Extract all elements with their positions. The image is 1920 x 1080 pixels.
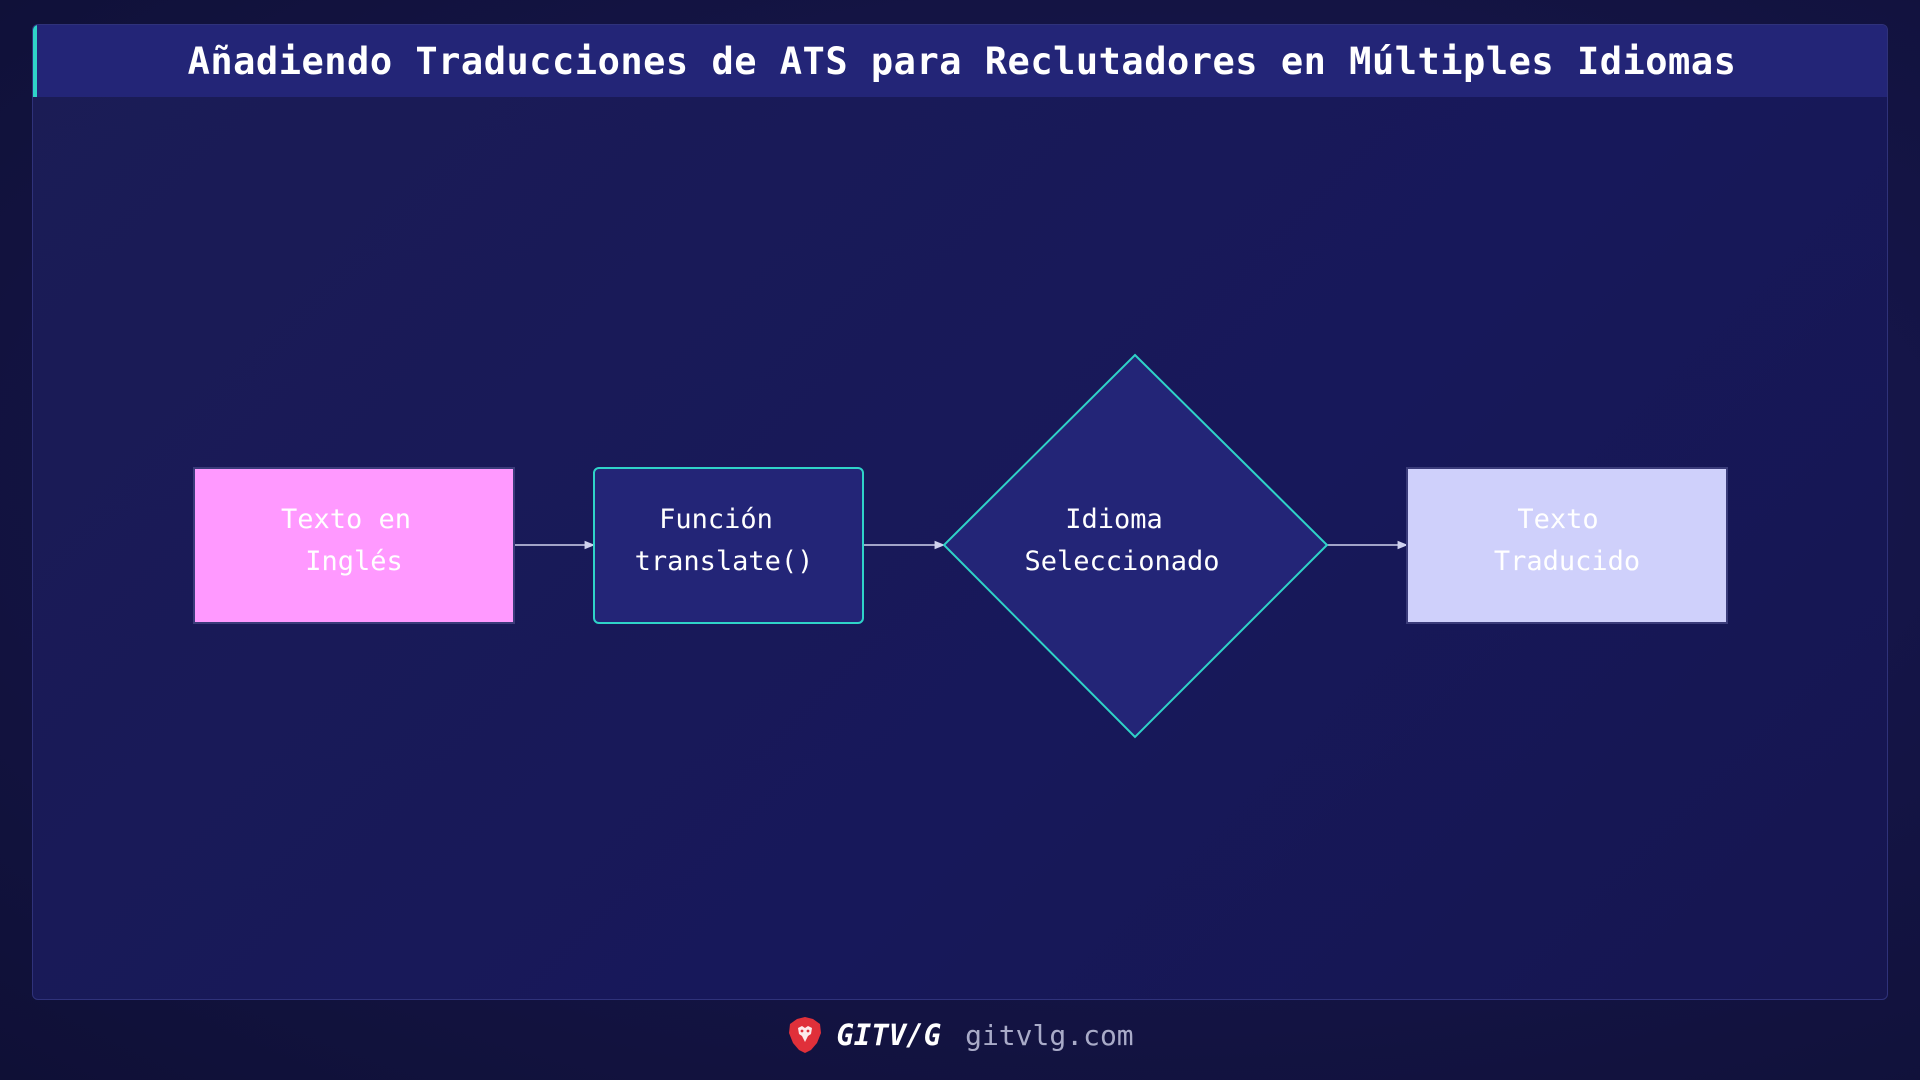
- node-translate-function: Función translate(): [593, 467, 864, 624]
- node-translate-function-line2: translate(): [635, 546, 814, 577]
- node-translated-line1: Texto: [1517, 504, 1598, 535]
- lion-logo-icon: [789, 1017, 822, 1053]
- node-language-line1: Idioma: [1065, 504, 1163, 535]
- title-bar: Añadiendo Traducciones de ATS para Reclu…: [33, 25, 1887, 97]
- node-english-text: Texto en Inglés: [193, 467, 515, 624]
- brand-name: GITV/G: [836, 1018, 942, 1052]
- node-english-text-line2: Inglés: [305, 546, 403, 577]
- brand-url[interactable]: gitvlg.com: [965, 1018, 1134, 1052]
- page-title: Añadiendo Traducciones de ATS para Reclu…: [187, 39, 1737, 83]
- node-english-text-line1: Texto en: [281, 504, 411, 535]
- node-language-line2: Seleccionado: [1024, 546, 1219, 577]
- node-translated-text: Texto Traducido: [1406, 467, 1728, 624]
- footer: GITV/G gitvlg.com: [0, 1010, 1920, 1060]
- node-translate-function-line1: Función: [659, 504, 773, 535]
- node-language-decision: Idioma Seleccionado: [942, 353, 1329, 739]
- node-translated-line2: Traducido: [1494, 546, 1640, 577]
